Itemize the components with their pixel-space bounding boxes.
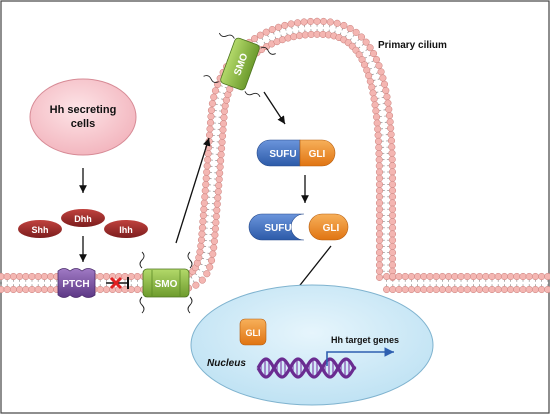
hh-target-genes-label: Hh target genes (331, 335, 399, 345)
dhh-label: Dhh (74, 214, 92, 224)
shh-label: Shh (32, 225, 49, 235)
gli-nucleus-label: GLI (246, 328, 261, 338)
nucleus-label: Nucleus (207, 358, 246, 369)
hh-secreting-cell: Hh secreting cells (30, 79, 136, 155)
ligand-ihh: Ihh (104, 220, 148, 238)
primary-cilium-label: Primary cilium (378, 40, 447, 51)
nucleus: Nucleus (191, 285, 433, 405)
gli-nucleus: GLI (240, 319, 266, 345)
smo-membrane-label: SMO (155, 279, 178, 290)
ihh-label: Ihh (119, 225, 133, 235)
sufu-bound-label: SUFU (269, 149, 296, 160)
gli-free: GLI (309, 214, 348, 240)
ptch-label: PTCH (62, 279, 89, 290)
hh-secreting-label-line1: Hh secreting (50, 104, 117, 116)
ligand-shh: Shh (18, 220, 62, 238)
ligand-dhh: Dhh (61, 209, 105, 227)
hh-secreting-label-line2: cells (71, 118, 95, 130)
gli-free-label: GLI (323, 223, 340, 234)
sufu-gli-complex: SUFU GLI (257, 140, 335, 166)
gli-bound-label: GLI (309, 149, 326, 160)
sufu-free-label: SUFU (264, 223, 291, 234)
ptch-receptor: PTCH (58, 269, 95, 298)
